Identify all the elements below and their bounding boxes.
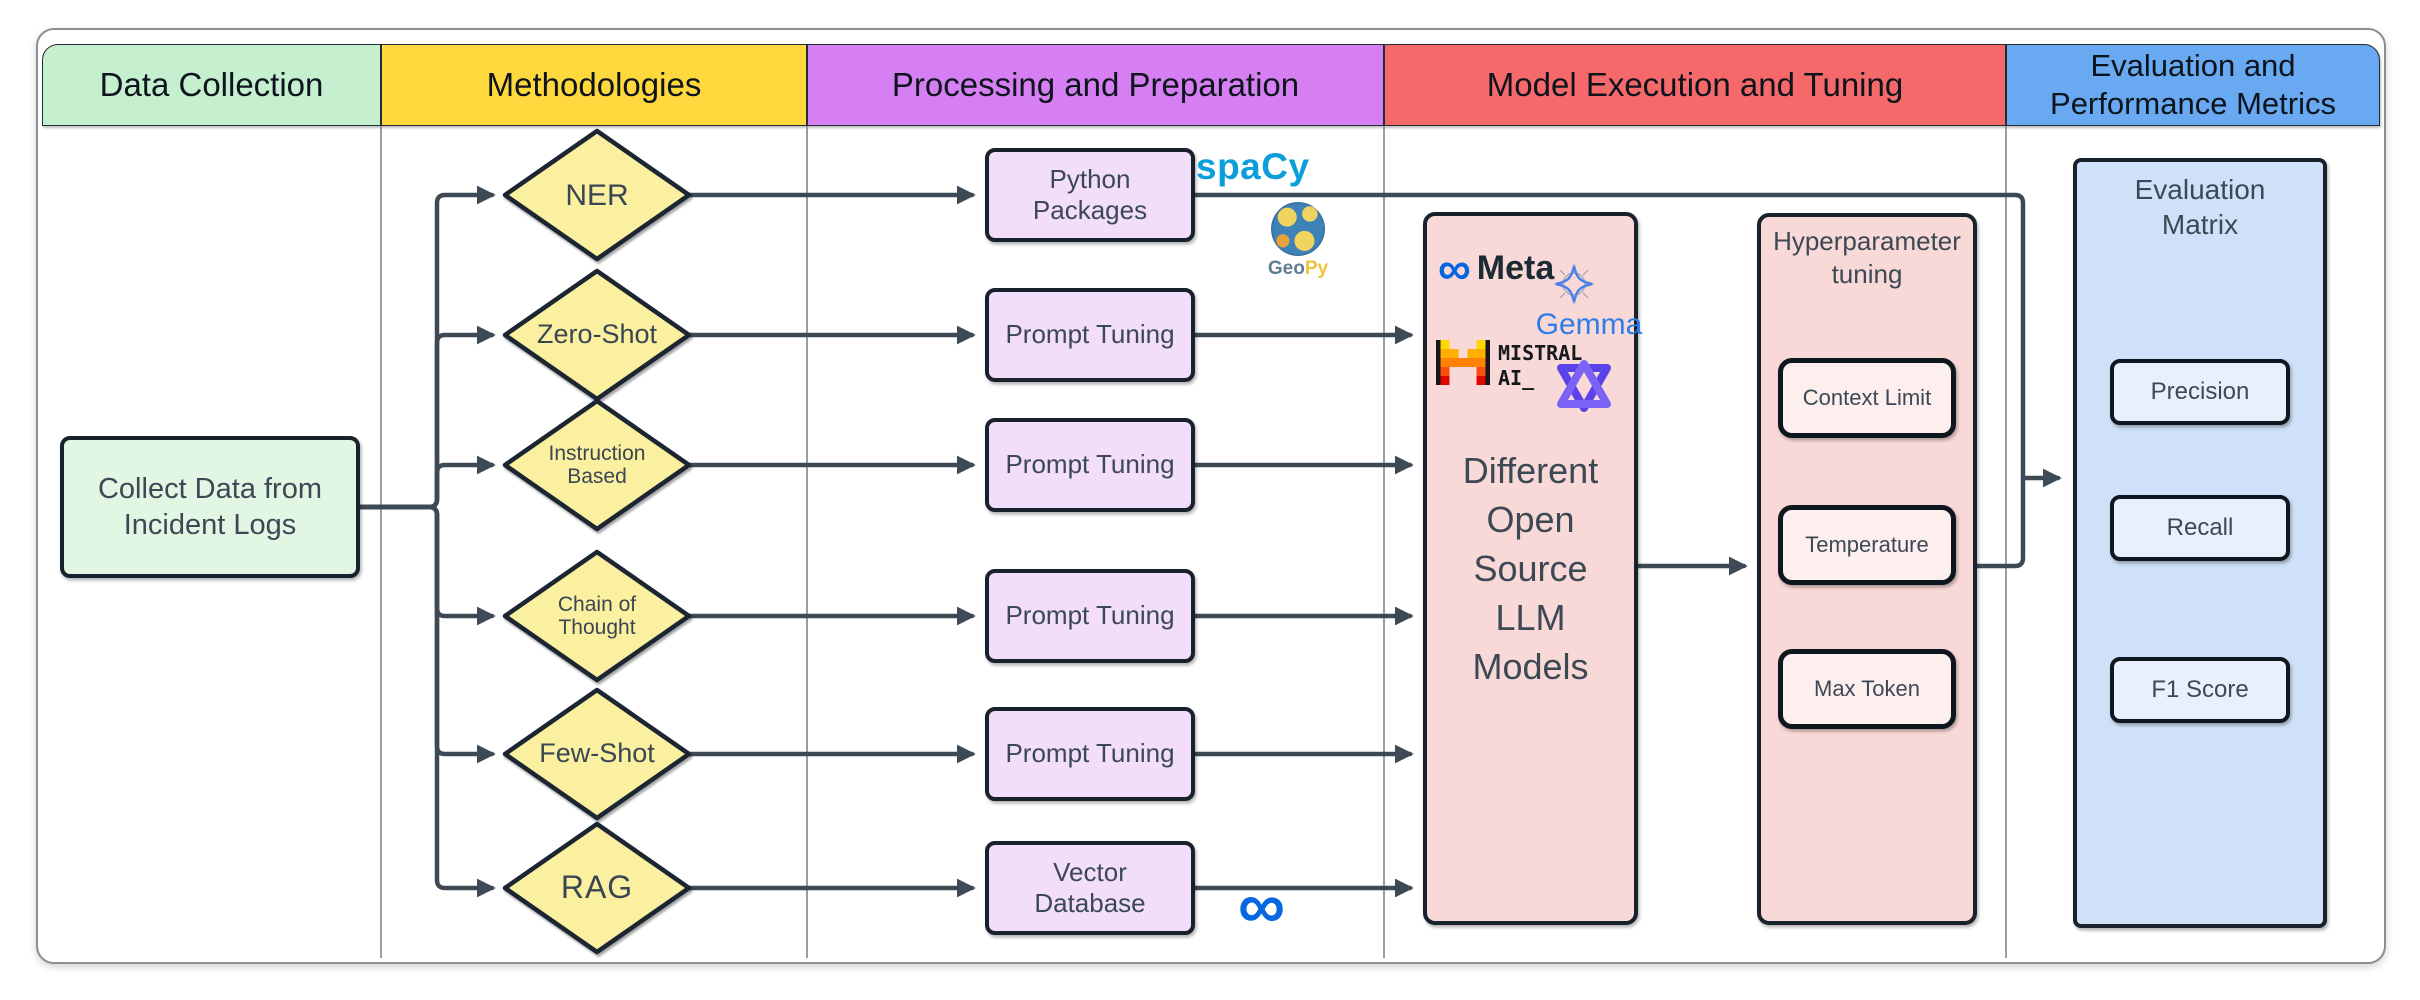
llm-label-line: Different: [1462, 450, 1599, 491]
column-divider: [1383, 126, 1385, 958]
diamond-ner: [502, 128, 692, 262]
column-header-processing: Processing and Preparation: [807, 44, 1384, 126]
process-label: Prompt Tuning: [1005, 738, 1175, 769]
meta-infinity-icon: ∞: [1238, 868, 1286, 942]
column-header-label: Processing and Preparation: [891, 66, 1300, 103]
diamond-zero-shot: [502, 268, 692, 402]
param-label: Max Token: [1814, 676, 1920, 701]
column-header-label: Evaluation and Performance Metrics: [2050, 48, 2336, 121]
process-label: Prompt Tuning: [1005, 319, 1175, 350]
python-packages-node: Python Packages: [985, 148, 1195, 242]
prompt-tuning-node: Prompt Tuning: [985, 418, 1195, 512]
collect-data-node: Collect Data from Incident Logs: [60, 436, 360, 578]
recall-node: Recall: [2110, 495, 2290, 561]
connector-source-to-ner: [357, 185, 496, 510]
connector-source-to-rag: [357, 504, 496, 898]
connector-source-to-fewshot: [357, 504, 496, 764]
meta-infinity-icon: ∞: [1438, 242, 1471, 294]
f1-score-node: F1 Score: [2110, 657, 2290, 723]
context-limit-node: Context Limit: [1778, 358, 1956, 438]
gemma-wordmark: Gemma: [1535, 308, 1643, 341]
column-header-label: Model Execution and Tuning: [1486, 66, 1904, 103]
method-label-rag: RAG: [560, 869, 634, 906]
mistral-line2: AI_: [1498, 366, 1535, 390]
vector-database-node: Vector Database: [985, 841, 1195, 935]
process-label: Vector Database: [1034, 856, 1146, 918]
connector-source-to-zeroshot: [357, 325, 496, 510]
column-divider: [380, 126, 382, 958]
llm-label-line: Source: [1473, 547, 1588, 589]
process-label: Prompt Tuning: [1005, 449, 1175, 480]
evaluation-matrix-title: Evaluation Matrix: [2073, 172, 2327, 242]
llm-label-line: Models: [1472, 645, 1589, 687]
method-label-few-shot: Few-Shot: [539, 738, 655, 769]
meta-wordmark: Meta: [1476, 248, 1555, 287]
method-label-instruction-based: Instruction Based: [548, 441, 646, 488]
geopy-globe-icon: [1271, 202, 1325, 256]
connector-source-to-chain: [357, 504, 496, 626]
diamond-few-shot: [502, 687, 692, 821]
metric-label: Precision: [2150, 378, 2250, 405]
metric-label: Recall: [2166, 514, 2234, 541]
column-divider: [2005, 126, 2007, 958]
method-label-zero-shot: Zero-Shot: [536, 319, 658, 350]
mistral-logo-icon: [1436, 340, 1490, 385]
method-label-ner: NER: [565, 178, 629, 212]
column-header-methodologies: Methodologies: [381, 44, 807, 126]
column-header-model-execution: Model Execution and Tuning: [1384, 44, 2006, 126]
qwen-logo-icon: [1557, 360, 1611, 412]
collect-data-label: Collect Data from Incident Logs: [97, 472, 322, 541]
llm-models-node: [1423, 212, 1638, 925]
precision-node: Precision: [2110, 359, 2290, 425]
geopy-logo: GeoPy: [1256, 258, 1340, 280]
spacy-logo: spaCy: [1196, 146, 1310, 187]
hyperparameter-title: Hyperparameter tuning: [1757, 225, 1977, 290]
column-header-data-collection: Data Collection: [42, 44, 381, 126]
llm-models-label: Different Open Source LLM Models: [1423, 447, 1638, 692]
evaluation-title-label: Evaluation Matrix: [2134, 174, 2266, 240]
diamond-rag: [502, 821, 692, 955]
gemma-sparkle-icon: [1554, 264, 1594, 304]
process-label: Python Packages: [1032, 163, 1148, 225]
connector-packages-bypass: [1192, 192, 2026, 569]
diamond-instruction-based: [502, 398, 692, 532]
param-label: Temperature: [1805, 532, 1929, 557]
mistral-line1: MISTRAL: [1498, 341, 1583, 365]
outer-frame: [36, 28, 2386, 964]
llm-label-line: Open: [1486, 498, 1575, 540]
prompt-tuning-node: Prompt Tuning: [985, 288, 1195, 382]
hyperparameter-title-label: Hyperparameter tuning: [1773, 226, 1961, 289]
metric-label: F1 Score: [2151, 676, 2249, 703]
column-divider: [806, 126, 808, 958]
max-token-node: Max Token: [1778, 649, 1956, 729]
meta-logo: ∞ Meta: [1438, 242, 1555, 294]
column-header-label: Data Collection: [99, 66, 324, 103]
column-header-label: Methodologies: [486, 66, 702, 103]
column-header-evaluation: Evaluation and Performance Metrics: [2006, 44, 2380, 126]
geopy-py-text: Py: [1304, 258, 1329, 279]
process-label: Prompt Tuning: [1005, 600, 1175, 631]
llm-label-line: LLM: [1495, 596, 1566, 638]
connector-source-to-instruction: [357, 455, 496, 510]
method-label-chain-of-thought: Chain of Thought: [557, 592, 637, 639]
temperature-node: Temperature: [1778, 505, 1956, 585]
geopy-geo-text: Geo: [1267, 258, 1305, 279]
diamond-chain-of-thought: [502, 549, 692, 683]
param-label: Context Limit: [1802, 385, 1932, 410]
prompt-tuning-node: Prompt Tuning: [985, 707, 1195, 801]
prompt-tuning-node: Prompt Tuning: [985, 569, 1195, 663]
